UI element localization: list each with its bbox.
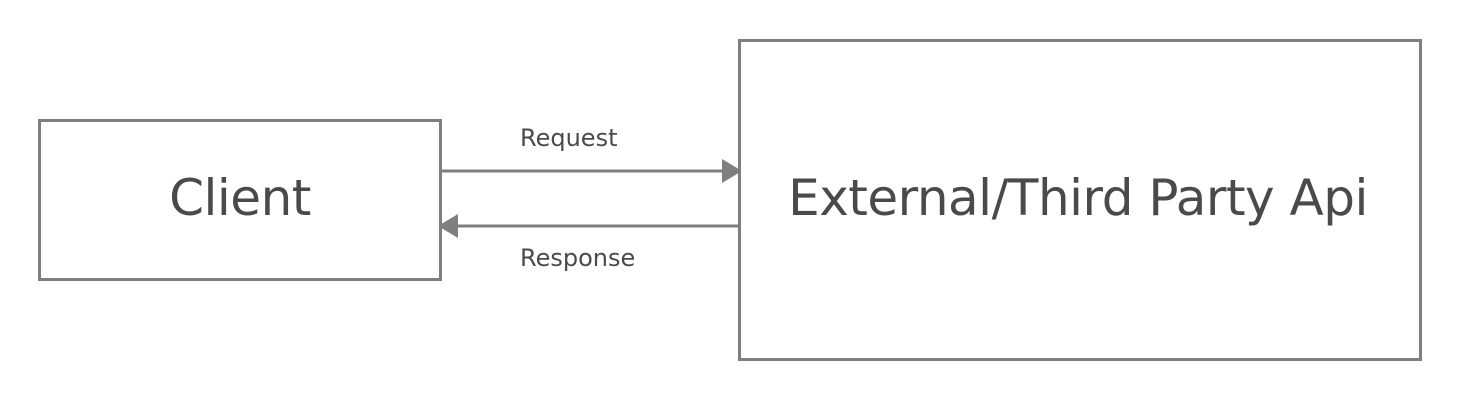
client-node[interactable]: Client: [38, 119, 442, 281]
external-api-node-label: External/Third Party Api: [788, 169, 1368, 227]
response-arrowhead: [438, 214, 458, 238]
response-edge-label: Response: [520, 244, 636, 272]
external-api-node[interactable]: External/Third Party Api: [738, 39, 1422, 361]
request-arrowhead: [722, 159, 742, 183]
request-arrow: [442, 159, 742, 183]
response-arrow: [438, 214, 738, 238]
request-edge-label: Request: [520, 124, 618, 152]
client-node-label: Client: [169, 168, 311, 227]
